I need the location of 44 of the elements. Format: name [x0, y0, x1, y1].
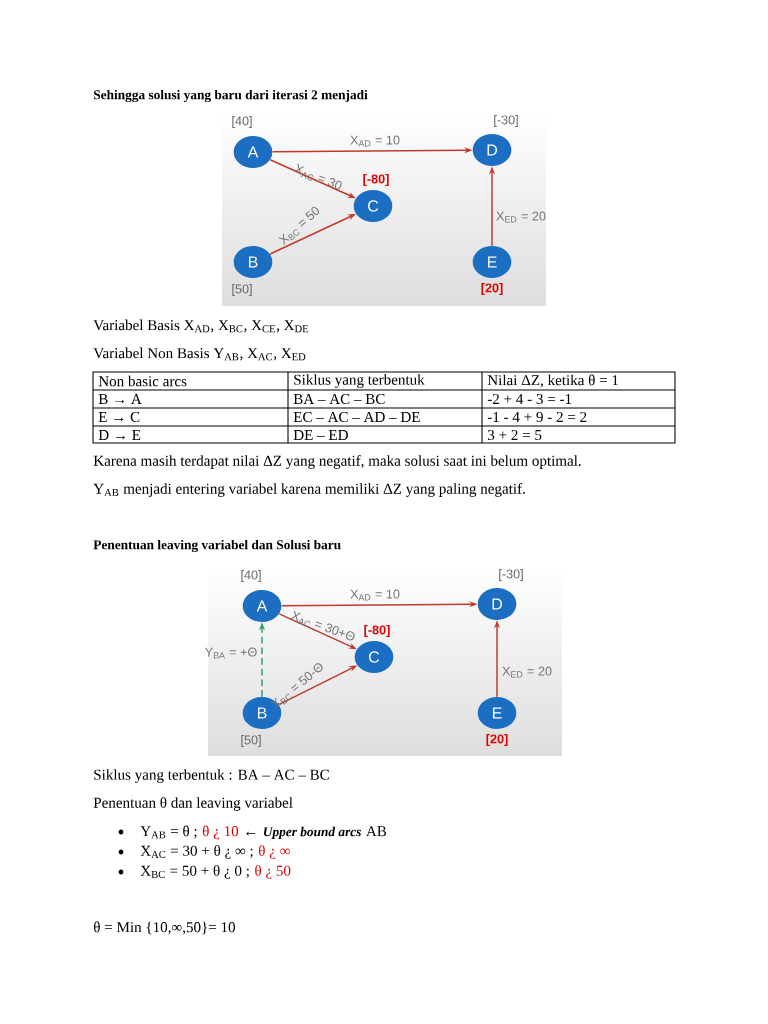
text-line: Y$_{AB}$ = θ ;	[140, 825, 197, 839]
text-line: AB	[366, 826, 387, 837]
supply-label: [40]	[232, 116, 252, 128]
edge-label: X$_{ED}$ = 20	[496, 211, 546, 223]
text-line: ←	[246, 831, 256, 836]
table-text: 3 + 2 = 5	[488, 429, 542, 441]
table-text: Nilai ΔZ, ketika θ = 1	[487, 374, 619, 388]
text-line: X$_{AC}$ = 30 + θ ¿ ∞ ;	[140, 845, 253, 859]
supply-label: [-80]	[363, 174, 389, 186]
condition-text: θ ¿ 10	[202, 825, 239, 840]
edge-label: X$_{ED}$ = 20	[502, 666, 552, 678]
table-text: Siklus yang terbentuk	[294, 374, 425, 388]
text-line: Penentuan θ dan leaving variabel	[93, 797, 293, 811]
table-text: -1 - 4 + 9 - 2 = 2	[487, 411, 587, 423]
table-text: EC – AC – AD – DE	[293, 411, 420, 423]
supply-label: [-30]	[499, 569, 523, 581]
table-text: Non basic arcs	[98, 375, 187, 387]
table-text: -2 + 4 - 3 = -1	[487, 393, 572, 405]
text-line: X$_{BC}$ = 50 + θ ¿ 0 ;	[140, 865, 249, 879]
table-text: D → E	[98, 430, 141, 440]
supply-label: [50]	[241, 735, 261, 747]
edge-label: X$_{BC}$ = 50	[278, 206, 320, 245]
text-line: Y$_{AB}$ menjadi entering variabel karena memiliki ΔZ yang paling negatif.	[93, 483, 525, 497]
text-line: Karena masih terdapat nilai ΔZ yang negatif, maka solusi saat ini belum optimal.	[93, 455, 581, 469]
supply-label: [40]	[241, 570, 261, 582]
edge-label: X$_{AC}$ = 30+Θ	[290, 610, 355, 641]
edge-label: X$_{AD}$ = 10	[350, 135, 400, 147]
text-line: Variabel Non Basis Y$_{AB}$, X$_{AC}$, X$_{ED}$	[93, 347, 306, 361]
emphasis-text: Upper bound arcs	[263, 826, 361, 839]
edge-label: Y$_{BA}$ = +Θ	[204, 647, 257, 659]
supply-label: [20]	[481, 283, 503, 295]
supply-label: [-80]	[364, 625, 390, 637]
condition-text: θ ¿ ∞	[258, 845, 290, 859]
table-text: BA – AC – BC	[293, 393, 385, 405]
table-text: DE – ED	[293, 430, 348, 440]
supply-label: [50]	[232, 284, 252, 296]
edge-label: X$_{AC}$ = 30	[293, 163, 342, 190]
supply-label: [20]	[486, 734, 508, 746]
table-text: E → C	[98, 411, 140, 423]
condition-text: θ ¿ 50	[255, 865, 291, 879]
supply-label: [-30]	[494, 115, 518, 127]
edge-label: X$_{AD}$ = 10	[350, 589, 400, 601]
text-line: θ = Min {10,∞,50}= 10	[94, 921, 236, 935]
table-text: B → A	[98, 394, 142, 404]
